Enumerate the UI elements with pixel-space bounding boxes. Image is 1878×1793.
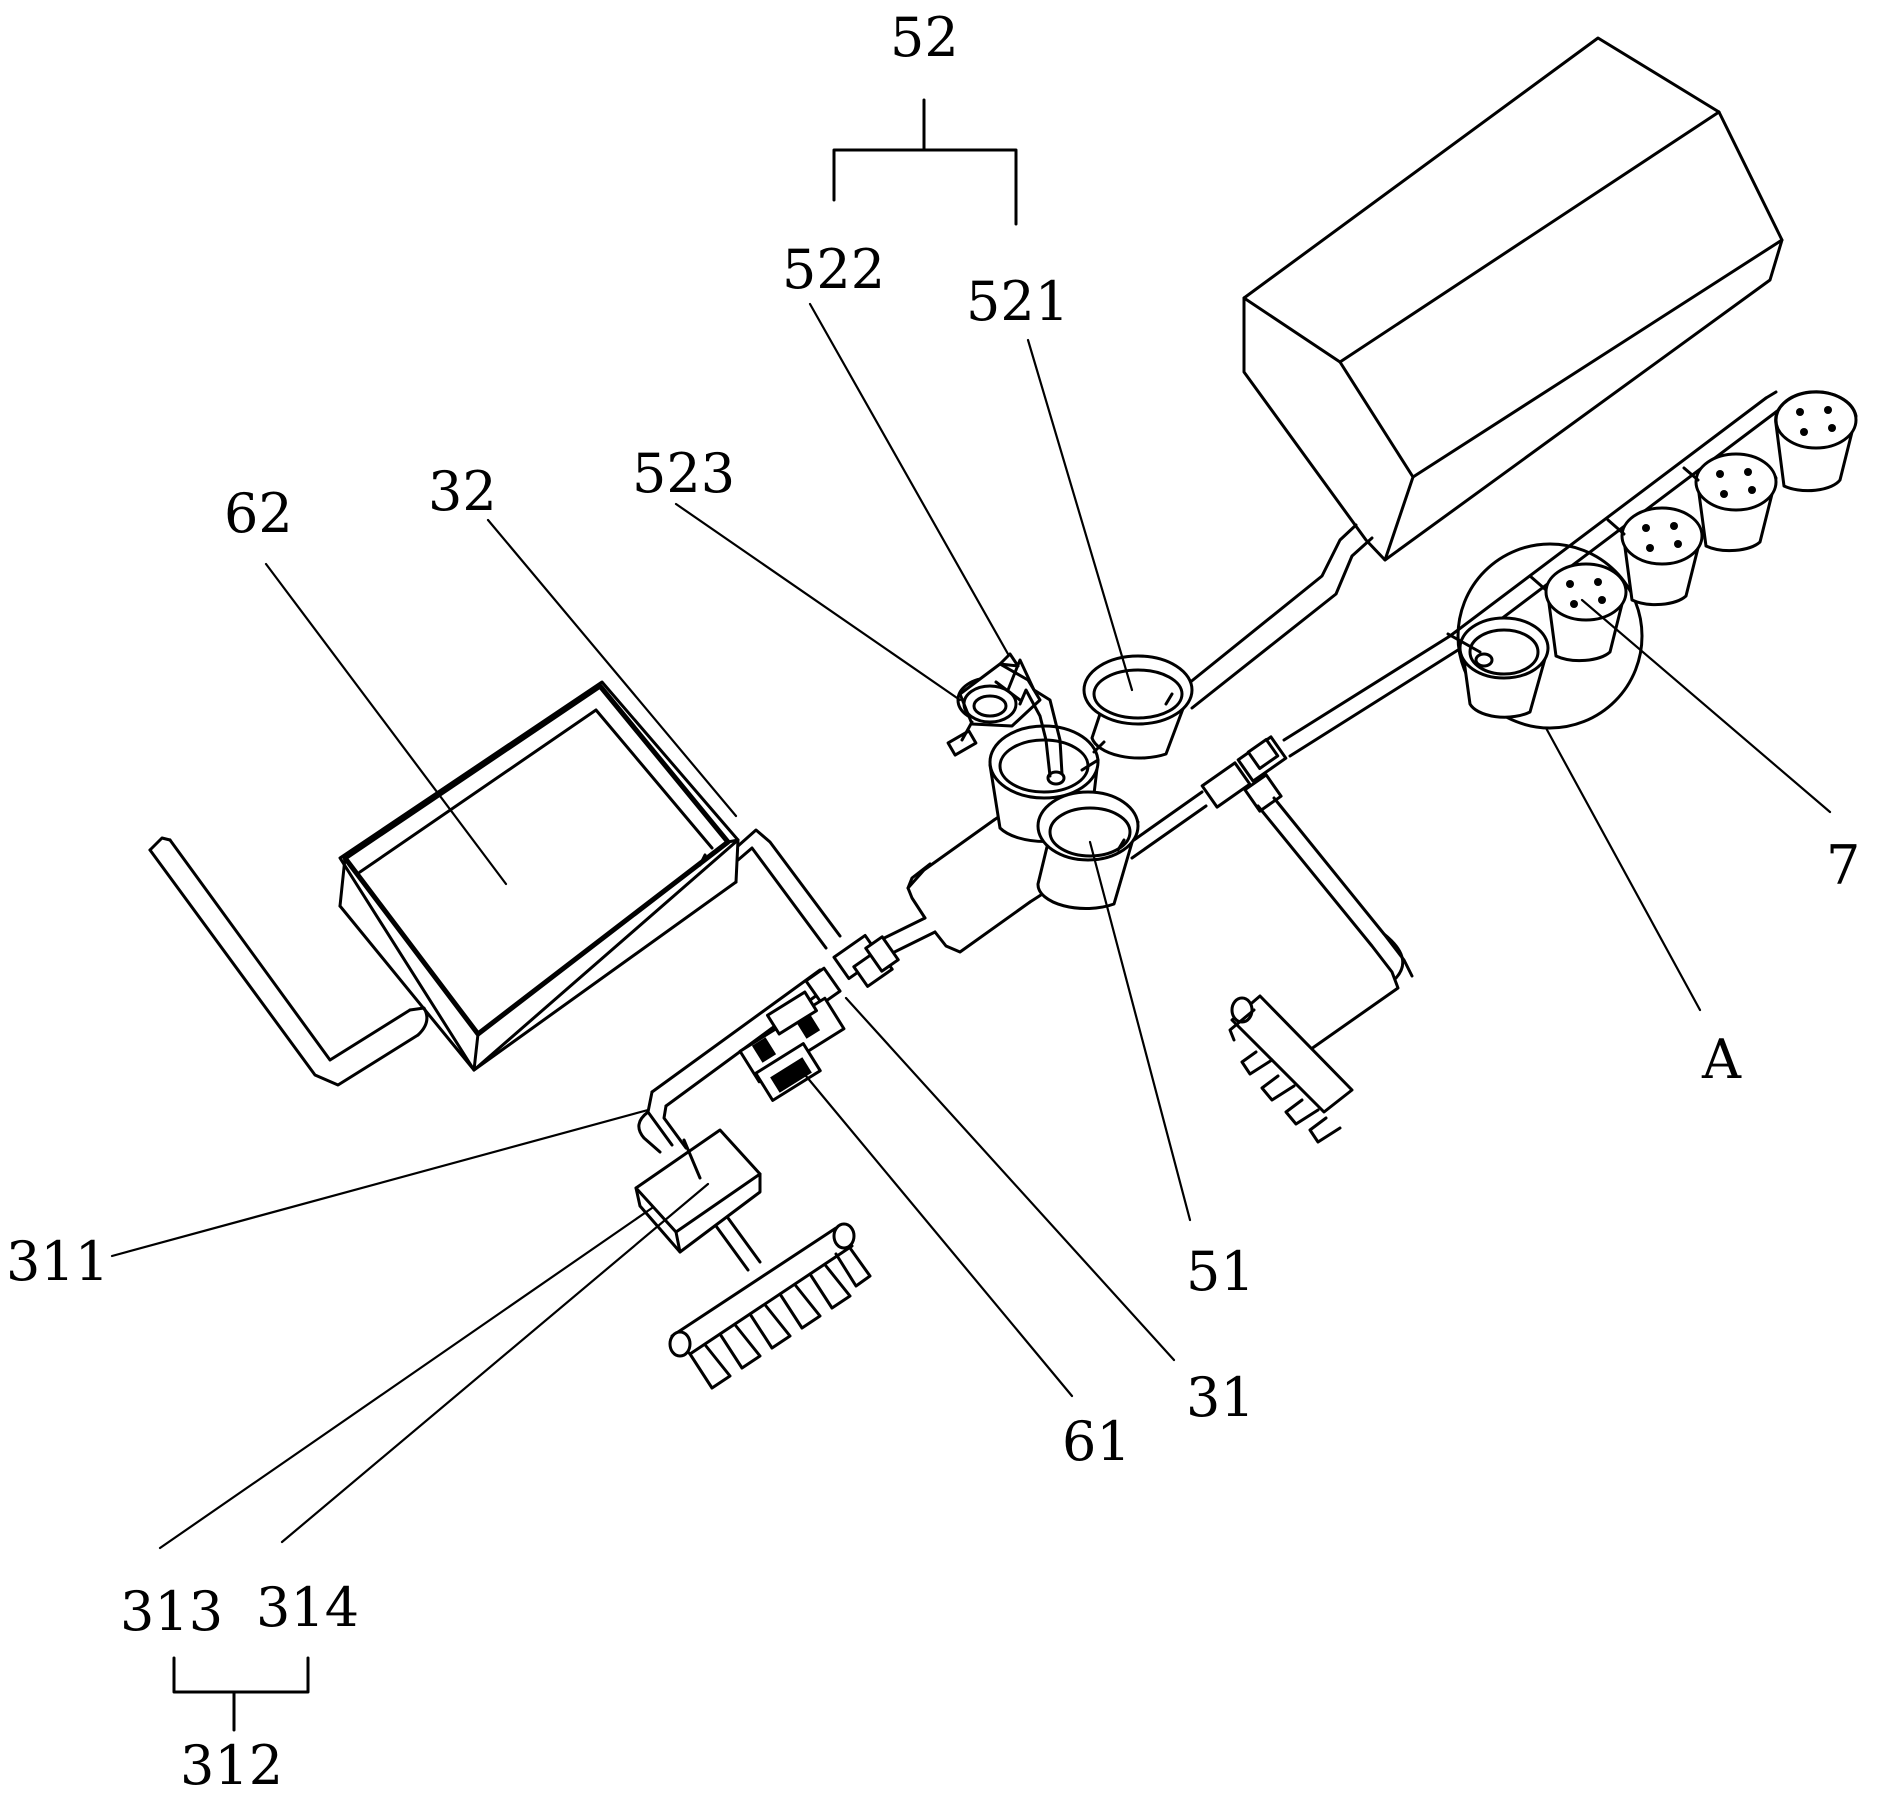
pipe-32 xyxy=(736,828,842,950)
label-32: 32 xyxy=(428,460,497,523)
label-62: 62 xyxy=(224,482,293,545)
housing-box xyxy=(1242,36,1784,562)
nozzle-4 xyxy=(1774,390,1858,493)
label-51: 51 xyxy=(1186,1240,1255,1303)
detail-circle-A xyxy=(1456,542,1644,730)
manifold-left xyxy=(668,1216,872,1390)
tank-521 xyxy=(1082,654,1194,760)
upper-pipe xyxy=(1176,523,1374,710)
pipe-522 xyxy=(1006,658,1066,786)
leader-lines xyxy=(110,98,1832,1732)
tank-62 xyxy=(338,680,740,1072)
label-7: 7 xyxy=(1826,834,1860,897)
label-521: 521 xyxy=(966,270,1069,333)
label-312: 312 xyxy=(180,1734,283,1793)
tank-51 xyxy=(1036,790,1140,910)
box-312 xyxy=(634,1128,762,1254)
nozzle-3 xyxy=(1694,452,1778,553)
valve-61 xyxy=(738,990,846,1102)
drain-pipe xyxy=(148,836,429,1087)
junction-right xyxy=(1200,735,1288,813)
branch-right xyxy=(1256,796,1414,1056)
cup-in-A xyxy=(1446,616,1550,719)
label-314: 314 xyxy=(256,1576,359,1639)
branch-311 xyxy=(637,1090,688,1154)
label-523: 523 xyxy=(632,442,735,505)
nozzle-2 xyxy=(1620,506,1704,607)
label-31: 31 xyxy=(1186,1366,1255,1429)
labels: 52 522 521 523 62 32 7 A 311 51 61 31 31… xyxy=(6,6,1860,1793)
right-pipe xyxy=(1130,634,1460,860)
label-522: 522 xyxy=(782,238,885,301)
pump-523 xyxy=(946,652,1042,757)
label-311: 311 xyxy=(6,1230,109,1293)
manifold-right xyxy=(1228,994,1354,1144)
junction-31 xyxy=(804,933,900,1006)
label-61: 61 xyxy=(1062,1410,1131,1473)
label-313: 313 xyxy=(120,1580,223,1643)
nozzles-7 xyxy=(1528,390,1858,663)
label-52: 52 xyxy=(890,6,959,69)
nozzle-1 xyxy=(1544,562,1628,663)
label-A: A xyxy=(1701,1028,1742,1091)
